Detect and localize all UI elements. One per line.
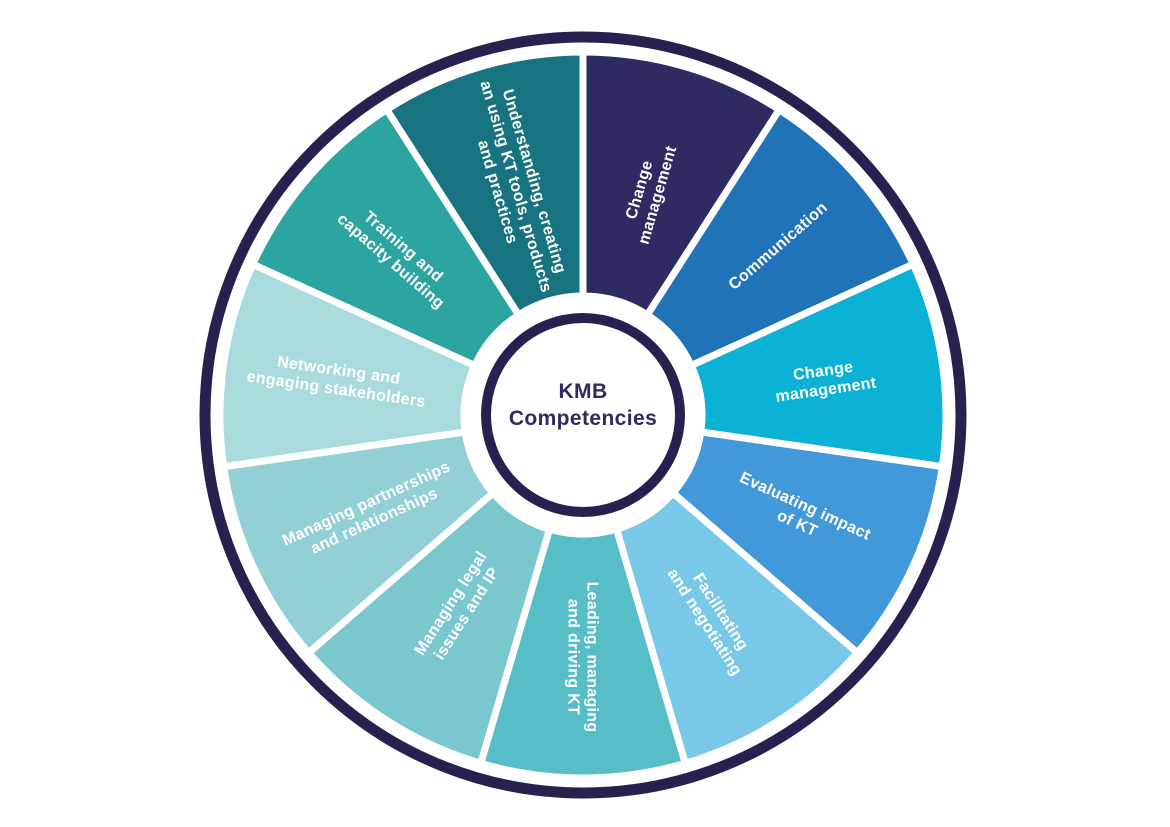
wheel-segment-9 <box>216 260 479 471</box>
wheel-segment-3 <box>687 260 950 471</box>
center-circle <box>481 313 685 517</box>
wheel-segment-10 <box>249 106 523 370</box>
center-label: KMB Competencies <box>483 378 683 432</box>
wheel-segment-8 <box>220 428 497 657</box>
wheel-segment-2 <box>643 106 917 370</box>
wheel-segment-7 <box>305 489 553 767</box>
segment-label-6: Leading, managingand driving KT <box>565 582 601 733</box>
wheel-segment-5 <box>613 489 861 767</box>
wheel-segment-4 <box>669 428 946 657</box>
center-label-line2: Competencies <box>508 407 658 430</box>
center-label-line1: KMB <box>558 380 608 403</box>
wheel-segment-1 <box>579 48 783 319</box>
wheel-segment-11 <box>383 48 587 319</box>
outer-ring <box>199 31 967 799</box>
